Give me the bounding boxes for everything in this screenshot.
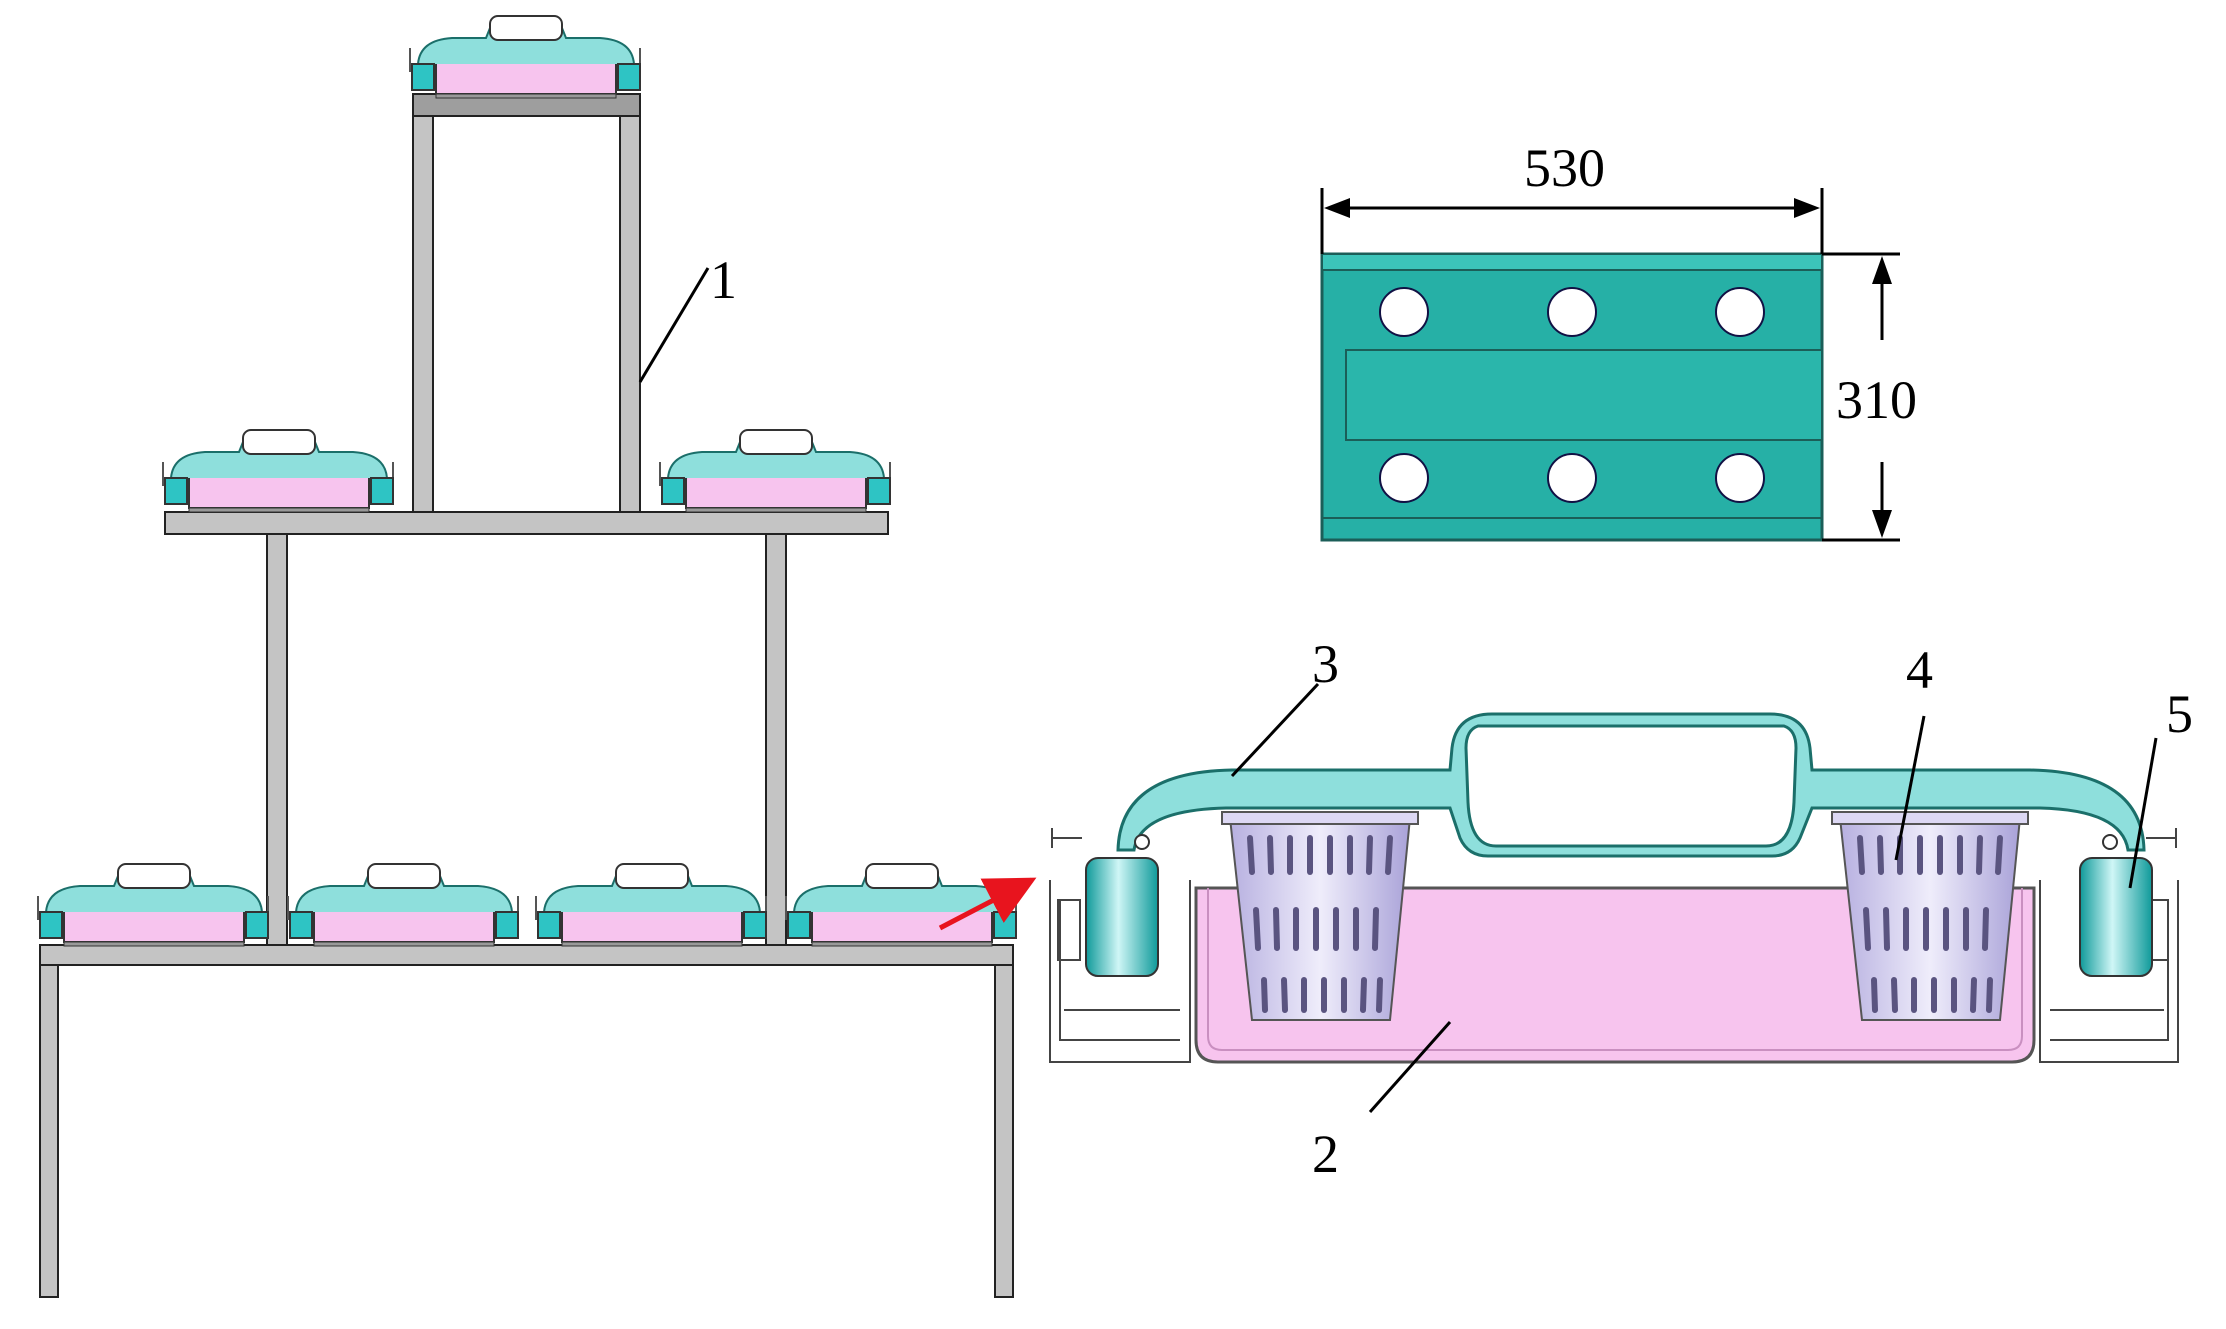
roller-right	[2079, 857, 2153, 977]
rail-right	[2039, 828, 2179, 1063]
dimension-width-label: 310	[1836, 370, 1917, 430]
rack-post-top-right	[619, 95, 641, 513]
rack-post-middle-left	[266, 531, 288, 946]
planting-basket-left	[1221, 811, 1419, 1021]
label-water-tank: 2	[1312, 1124, 1339, 1184]
planting-basket-right	[1831, 811, 2029, 1021]
leader-line-1	[638, 267, 710, 383]
leader-line-3	[1230, 682, 1320, 778]
roller-left	[1085, 857, 1159, 977]
section-view	[1049, 712, 2179, 1064]
rack-post-top-left	[412, 95, 434, 513]
label-planting-basket: 4	[1906, 640, 1933, 700]
cover-channel-top	[1321, 253, 1823, 271]
rack-leg-left	[39, 962, 59, 1298]
cover-hole-3	[1715, 287, 1765, 337]
cover-hole-1	[1379, 287, 1429, 337]
rack-shelf-bottom	[39, 944, 1014, 966]
unit-middle-left	[162, 429, 394, 513]
dimension-length	[1320, 188, 1824, 254]
dimension-length-label: 530	[1524, 138, 1605, 198]
cover-hole-6	[1715, 453, 1765, 503]
leader-line-2	[1368, 1021, 1452, 1113]
rail-left	[1049, 828, 1191, 1063]
cover-channel-mid	[1345, 349, 1823, 441]
dimension-width	[1822, 252, 1900, 542]
rack-shelf-middle	[164, 511, 889, 535]
cover-pin-right	[2102, 834, 2118, 850]
rack-post-middle-right	[765, 531, 787, 946]
rack-leg-right	[994, 962, 1014, 1298]
water-tank	[1194, 886, 2036, 1064]
label-cover-plate: 3	[1312, 634, 1339, 694]
unit-middle-right	[659, 429, 891, 513]
cover-hole-5	[1547, 453, 1597, 503]
pointer-arrow	[938, 877, 1037, 931]
unit-bottom-1	[37, 863, 269, 947]
leader-line-4	[1894, 715, 1926, 861]
cover-hole-4	[1379, 453, 1429, 503]
unit-bottom-2	[287, 863, 519, 947]
unit-bottom-3	[535, 863, 767, 947]
cover-hole-2	[1547, 287, 1597, 337]
cover-plan-view	[1320, 252, 1824, 542]
label-roller: 5	[2166, 684, 2193, 744]
label-rack-frame: 1	[710, 250, 737, 310]
unit-top	[409, 15, 641, 99]
cover-pin-left	[1134, 834, 1150, 850]
leader-line-5	[2128, 737, 2158, 889]
rack-frame	[39, 93, 1014, 1298]
